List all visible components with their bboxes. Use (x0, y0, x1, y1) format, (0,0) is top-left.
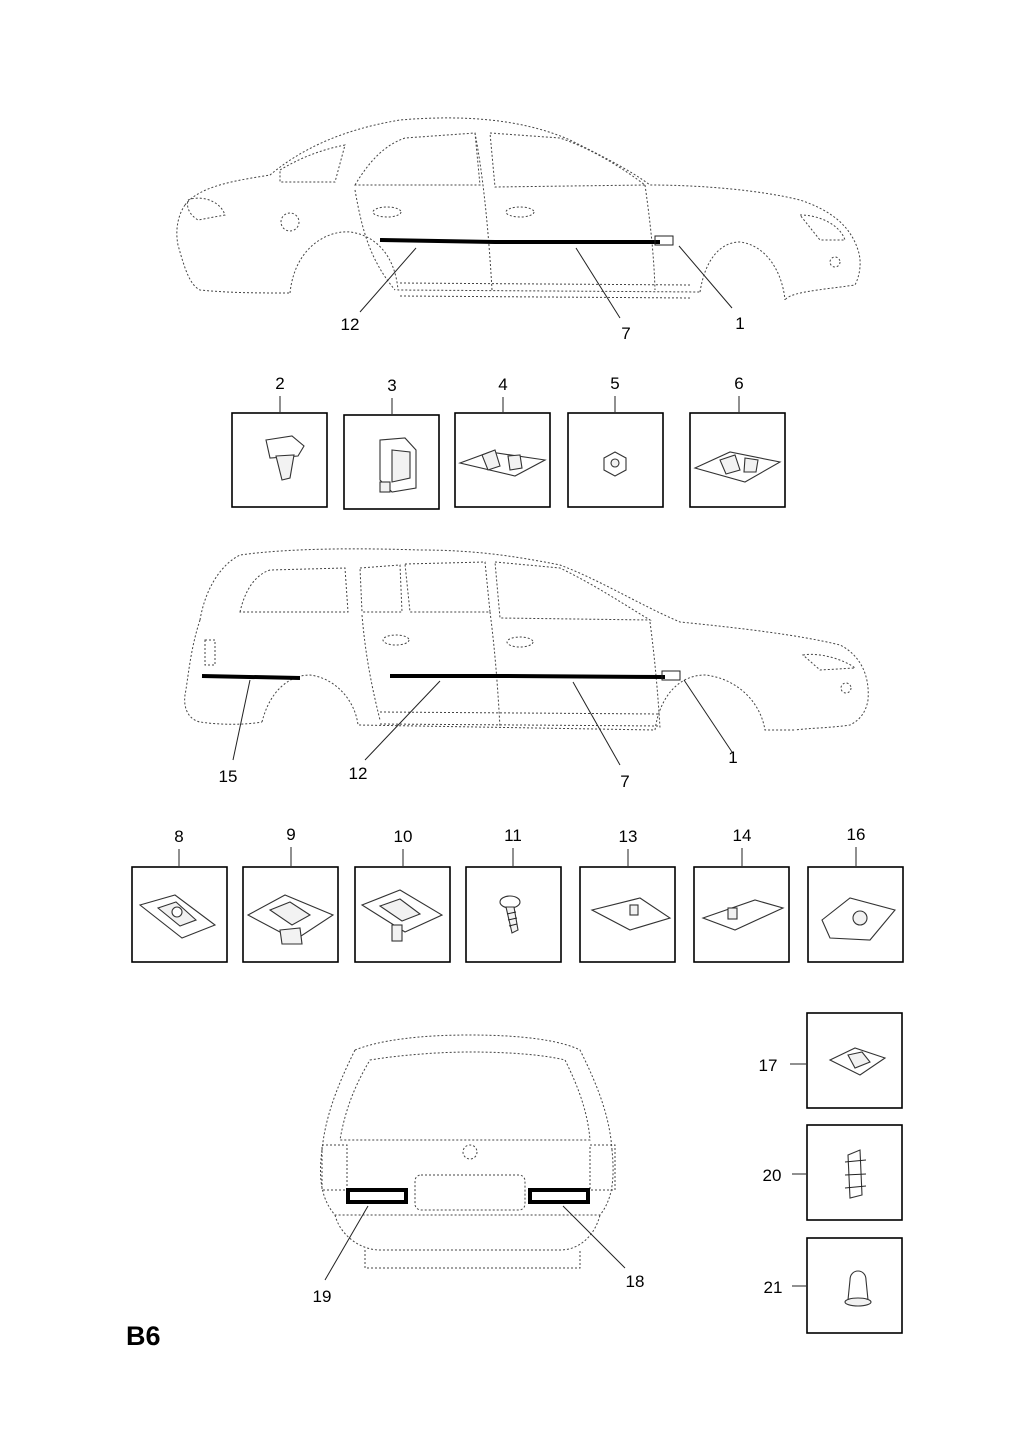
sheet-code: B6 (126, 1321, 161, 1351)
callout-12: 12 (341, 315, 360, 334)
moulding-clip-icon (458, 449, 547, 477)
callout-11: 11 (504, 826, 522, 845)
spring-clip-icon (844, 1149, 867, 1199)
callout-4: 4 (498, 375, 507, 394)
parts-column: 17 20 21 (759, 1012, 903, 1334)
callout-5: 5 (610, 374, 619, 393)
moulding-end-cap (654, 235, 674, 246)
callout-20: 20 (763, 1166, 782, 1185)
screw-icon (499, 895, 521, 934)
plate-clip-icon (821, 897, 896, 941)
callout-14: 14 (733, 826, 752, 845)
callout-8: 8 (174, 827, 183, 846)
moulding-clip-icon (693, 451, 782, 483)
callout-12: 12 (349, 764, 368, 783)
callout-3: 3 (387, 376, 396, 395)
rear-reflector-right (528, 1188, 590, 1204)
callout-1: 1 (728, 748, 737, 767)
callout-1: 1 (735, 314, 744, 333)
retainer-clip-icon (379, 437, 417, 493)
callout-21: 21 (764, 1278, 783, 1297)
sedan-side-view: 12 7 1 (176, 117, 861, 343)
callout-13: 13 (619, 827, 638, 846)
door-moulding-wagon (390, 674, 666, 679)
wedge-clip-icon (590, 897, 672, 931)
callout-2: 2 (275, 374, 284, 393)
callout-10: 10 (394, 827, 413, 846)
wedge-clip-icon (701, 899, 785, 931)
plug-icon (844, 1270, 872, 1307)
parts-row-1: 2 3 4 5 6 (231, 374, 786, 510)
hex-nut-icon (603, 451, 627, 477)
callout-9: 9 (286, 825, 295, 844)
callout-6: 6 (734, 374, 743, 393)
frame-clip-icon (138, 894, 217, 939)
estate-rear-view: 19 18 (313, 1034, 645, 1306)
callout-15: 15 (219, 767, 238, 786)
callout-7: 7 (620, 772, 629, 791)
frame-clip-icon (360, 889, 444, 942)
door-moulding-sedan (379, 238, 660, 244)
moulding-clip-icon (246, 894, 335, 945)
parts-row-2: 8 9 10 11 (131, 825, 904, 963)
callout-18: 18 (626, 1272, 645, 1291)
push-clip-icon (265, 435, 305, 481)
estate-side-view: 15 12 7 1 (184, 548, 869, 791)
callout-19: 19 (313, 1287, 332, 1306)
callout-17: 17 (759, 1056, 778, 1075)
callout-7: 7 (621, 324, 630, 343)
rear-quarter-moulding-wagon (201, 674, 301, 680)
moulding-end-cap (661, 670, 681, 681)
clip-icon (828, 1047, 887, 1076)
callout-16: 16 (847, 825, 866, 844)
rear-reflector-left (346, 1188, 408, 1204)
